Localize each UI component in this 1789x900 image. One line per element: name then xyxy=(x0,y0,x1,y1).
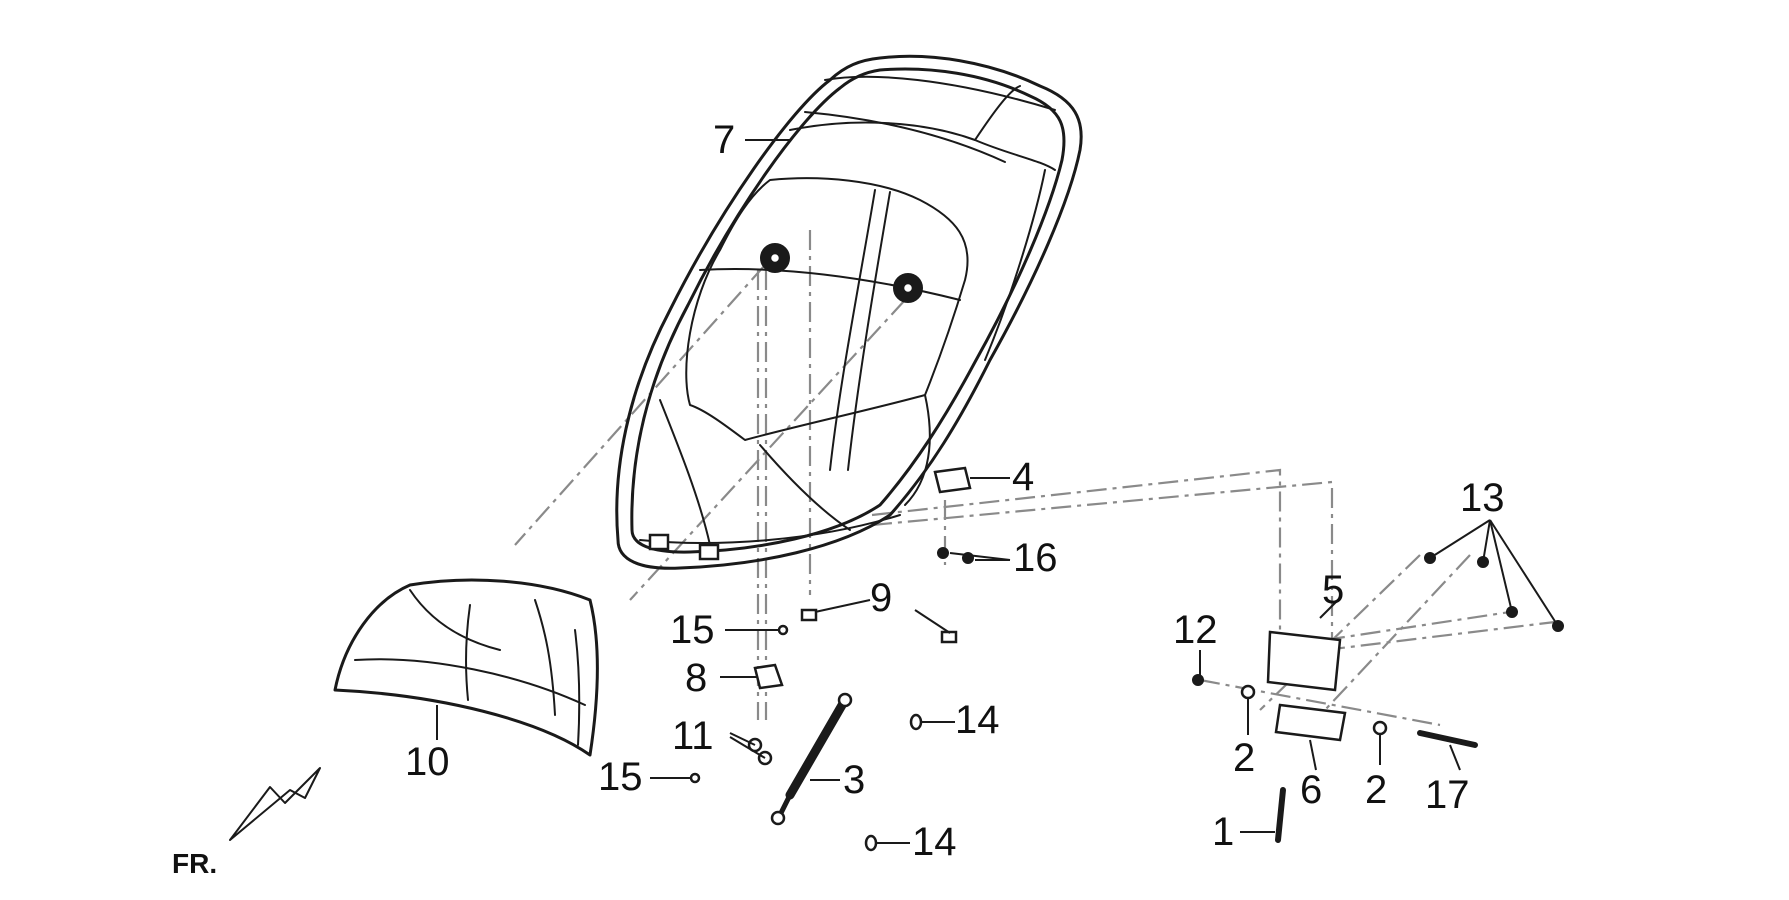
front-direction-arrow-icon xyxy=(229,767,321,841)
hinge-part-5 xyxy=(1266,630,1342,692)
clip-part-15-a xyxy=(777,624,789,636)
leader-13-b xyxy=(1482,519,1491,563)
callout-16: 16 xyxy=(1013,536,1058,580)
seat-stitch-3 xyxy=(829,189,876,471)
seat-stitch-6 xyxy=(659,399,711,546)
gas-strut-end-bottom xyxy=(770,810,786,826)
backrest-inner-4 xyxy=(534,599,556,716)
callout-7: 7 xyxy=(713,118,736,162)
callout-12: 12 xyxy=(1173,608,1218,652)
backrest-inner-3 xyxy=(464,604,471,701)
backrest-inner-5 xyxy=(574,629,581,746)
washer-part-2-b xyxy=(1372,720,1388,736)
bolt-part-9-a xyxy=(800,608,818,622)
chain-line-h xyxy=(1324,554,1471,711)
seat-stitch-4 xyxy=(847,191,891,471)
leader-11-b xyxy=(729,736,766,759)
callout-14-lower: 14 xyxy=(912,820,957,864)
seat-passenger-zone xyxy=(789,121,1056,171)
callout-11: 11 xyxy=(672,714,714,758)
seat-stitch-9 xyxy=(974,85,1021,141)
gas-strut-end-top xyxy=(837,692,853,708)
leader-16-a xyxy=(949,552,1011,561)
chain-line-k xyxy=(1199,678,1441,727)
seat xyxy=(615,54,1083,570)
leader-13-d xyxy=(1489,519,1559,627)
seat-stitch-8 xyxy=(904,394,931,506)
leader-5 xyxy=(1319,599,1339,619)
callout-14-upper: 14 xyxy=(955,698,1000,742)
seat-stitch-7 xyxy=(759,444,851,531)
callout-2-right: 2 xyxy=(1365,768,1388,812)
seat-stitch-2 xyxy=(824,75,1056,111)
callout-5: 5 xyxy=(1322,568,1345,612)
leader-6 xyxy=(1309,739,1317,771)
clip-part-14-a xyxy=(909,713,923,731)
leader-9-b xyxy=(914,609,951,634)
seat-stitch-1 xyxy=(804,111,1006,163)
chain-line-e xyxy=(871,468,1282,640)
chain-line-i xyxy=(1324,610,1511,642)
seat-grommet-right-center xyxy=(901,281,915,295)
leader-13-a xyxy=(1429,519,1491,559)
seat-inner-rim xyxy=(630,67,1066,554)
chain-line-a xyxy=(514,264,766,546)
chain-line-b xyxy=(629,299,906,601)
clip-part-14-b xyxy=(864,834,878,852)
callout-6: 6 xyxy=(1300,768,1323,812)
gas-strut-body xyxy=(785,695,850,800)
bolt-part-9-b xyxy=(940,630,958,644)
nut-part-16-a xyxy=(937,547,949,559)
backrest-inner-2 xyxy=(409,589,501,651)
bracket-part-8 xyxy=(753,663,784,690)
gas-strut xyxy=(770,692,853,826)
seat-rider-zone xyxy=(685,177,969,441)
washer-part-2-a xyxy=(1240,684,1256,700)
gas-strut-rod xyxy=(777,793,793,817)
pin-part-17 xyxy=(1417,730,1478,748)
callout-2-left: 2 xyxy=(1233,736,1256,780)
seat-grommet-left-center xyxy=(768,251,782,265)
leader-lines xyxy=(436,139,1559,844)
backrest xyxy=(333,578,599,757)
callout-13: 13 xyxy=(1460,476,1505,520)
bolt-part-1 xyxy=(1275,787,1286,843)
nut-part-12 xyxy=(1192,674,1204,686)
backrest-outline xyxy=(333,578,599,757)
leader-9-a xyxy=(814,599,871,613)
leader-11-a xyxy=(729,732,756,746)
front-direction-label: FR. xyxy=(172,848,218,879)
bracket-part-4 xyxy=(933,466,972,494)
seat-stitch-10 xyxy=(984,169,1046,361)
hinge-part-6 xyxy=(1274,703,1347,742)
clip-part-15-b xyxy=(689,772,701,784)
callout-17: 17 xyxy=(1425,773,1470,817)
seat-front-edge xyxy=(639,514,901,544)
leader-13-c xyxy=(1489,519,1513,613)
leader-17 xyxy=(1449,744,1461,771)
seat-hinge-tab-right xyxy=(698,543,720,561)
callout-9: 9 xyxy=(870,576,893,620)
callout-15-upper: 15 xyxy=(670,608,715,652)
hardware xyxy=(689,466,1564,852)
chain-line-j xyxy=(1324,620,1556,652)
callout-4: 4 xyxy=(1012,455,1035,499)
callout-1: 1 xyxy=(1212,810,1235,854)
callout-10: 10 xyxy=(405,740,450,784)
seat-stitch-5 xyxy=(699,268,961,301)
chain-line-f xyxy=(871,480,1334,645)
callout-8: 8 xyxy=(685,656,708,700)
backrest-inner-1 xyxy=(354,658,586,706)
seat-outline xyxy=(615,54,1083,570)
callout-15-lower: 15 xyxy=(598,755,643,799)
callout-3: 3 xyxy=(843,758,866,802)
seat-hinge-tab-left xyxy=(648,533,670,551)
